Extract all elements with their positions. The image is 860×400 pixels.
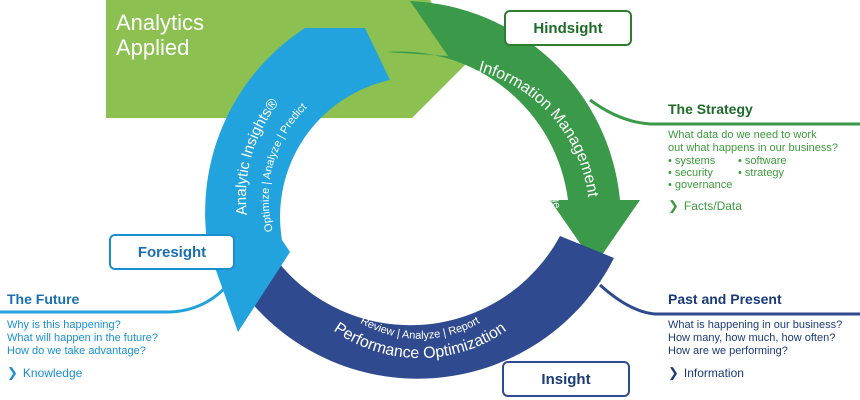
chevron-right-icon: ❯ (668, 365, 679, 380)
strategy-connector-line (589, 98, 860, 126)
past-present-title: Past and Present (668, 291, 782, 307)
strategy-bullet-list: • systems • software • security • strate… (668, 155, 858, 191)
strategy-bullet: • systems (668, 155, 716, 167)
performance-optimization-segment (245, 236, 614, 379)
center-hole (324, 124, 476, 276)
facts-data-link[interactable]: ❯ Facts/Data (668, 198, 858, 214)
future-panel: The Future Why is this happening? What w… (7, 291, 207, 381)
future-line: Why is this happening? (7, 319, 121, 331)
strategy-bullet: • strategy (738, 167, 785, 179)
information-management-segment (386, 1, 640, 265)
banner-title-line2: Applied (116, 35, 189, 60)
future-line: What will happen in the future? (7, 332, 159, 344)
strategy-question-line2: out what happens in our business? (668, 142, 839, 154)
past-line: How many, how much, how often? (668, 332, 836, 344)
analytic-insights-segment (205, 28, 390, 332)
information-link-label: Information (683, 366, 744, 380)
information-link[interactable]: ❯ Information (668, 365, 858, 381)
past-connector-line (598, 283, 860, 316)
hindsight-badge: Hindsight (504, 10, 632, 46)
foresight-badge: Foresight (109, 234, 235, 270)
insight-badge: Insight (502, 361, 630, 397)
strategy-bullet: • security (668, 167, 713, 179)
past-line: How are we performing? (668, 345, 788, 357)
chevron-right-icon: ❯ (7, 365, 18, 380)
banner-title-line1: Analytics (116, 10, 204, 35)
future-title: The Future (7, 291, 80, 307)
strategy-title: The Strategy (668, 101, 753, 117)
past-line: What is happening in our business? (668, 319, 843, 331)
strategy-bullet: • software (738, 155, 787, 167)
facts-data-link-label: Facts/Data (683, 199, 742, 213)
strategy-panel: The Strategy What data do we need to wor… (668, 101, 858, 214)
past-present-panel: Past and Present What is happening in ou… (668, 291, 858, 381)
chevron-right-icon: ❯ (668, 198, 679, 213)
strategy-question-line1: What data do we need to work (668, 129, 817, 141)
future-line: How do we take advantage? (7, 345, 146, 357)
knowledge-link-label: Knowledge (22, 366, 83, 380)
knowledge-link[interactable]: ❯ Knowledge (7, 365, 207, 381)
strategy-bullet: • governance (668, 179, 733, 191)
